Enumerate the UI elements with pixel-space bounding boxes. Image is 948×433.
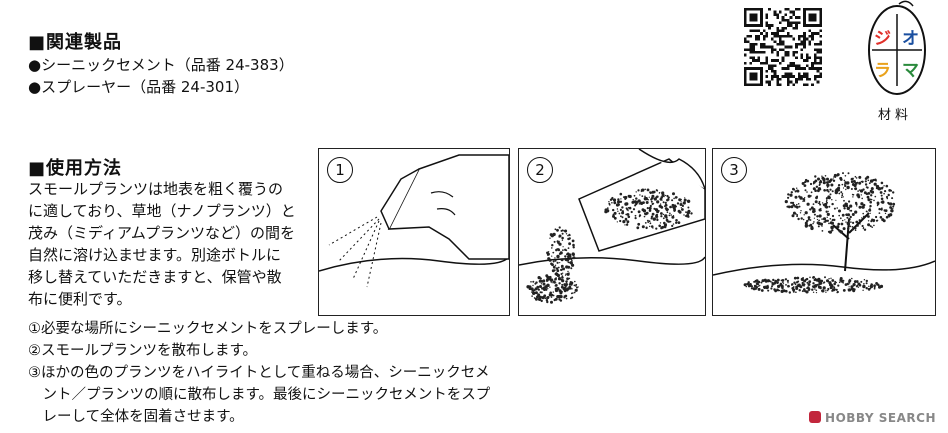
step-instructions: ①必要な場所にシーニックセメントをスプレーします。 ②スモールプランツを散布しま… (28, 318, 490, 428)
logo-char-ma: マ (902, 61, 919, 81)
usage-heading: ■使用方法 (28, 158, 123, 179)
description-line: 自然に溶け込ませます。別途ボトルに (28, 246, 282, 264)
diorama-material-logo: ジ オ ラ マ 材料 (856, 0, 938, 126)
step-instruction-2: ②スモールプランツを散布します。 (28, 343, 258, 359)
step-2-number: 2 (527, 157, 553, 183)
watermark-text: HOBBY SEARCH (825, 411, 936, 425)
step-instruction-3: ③ほかの色のプランツをハイライトとして重ねる場合、シーニックセメ (28, 365, 490, 381)
step-instruction-3-cont: ント／プランツの順に散布します。最後にシーニックセメントをスプ (28, 387, 491, 403)
description-line: スモールプランツは地表を粗く覆うの (28, 180, 284, 198)
logo-label: 材料 (878, 108, 913, 123)
logo-char-ji: ジ (874, 29, 891, 49)
description-line: 茂み（ミディアムプランツなど）の間を (28, 224, 296, 242)
step-3-number: 3 (721, 157, 747, 183)
logo-char-o: オ (902, 29, 919, 49)
description-line: 布に便利です。 (28, 290, 132, 308)
watermark: HOBBY SEARCH (809, 411, 936, 425)
qr-code-icon (744, 8, 822, 86)
description-line: 移し替えていただきますと、保管や散 (28, 268, 282, 286)
pouring-plants-illustration (519, 149, 705, 304)
tree-with-plants-illustration (713, 172, 935, 294)
related-item-sprayer: ●スプレーヤー（品番 24-301） (28, 78, 249, 96)
logo-char-ra: ラ (874, 61, 891, 81)
related-heading: ■関連製品 (28, 32, 123, 53)
usage-description: スモールプランツは地表を粗く覆うの に適しており、草地（ナノプランツ）と 茂み（… (28, 178, 318, 310)
step-1-panel: 1 (318, 148, 510, 316)
hobby-search-icon (809, 411, 822, 423)
step-1-number: 1 (327, 157, 353, 183)
spray-bottle-illustration (319, 154, 509, 288)
description-line: に適しており、草地（ナノプランツ）と (28, 202, 296, 220)
step-instruction-3-cont: レーして全体を固着させます。 (28, 409, 244, 425)
related-item-cement: ●シーニックセメント（品番 24-383） (28, 56, 294, 74)
step-3-panel: 3 (712, 148, 936, 316)
step-2-panel: 2 (518, 148, 706, 316)
step-instruction-1: ①必要な場所にシーニックセメントをスプレーします。 (28, 321, 388, 337)
